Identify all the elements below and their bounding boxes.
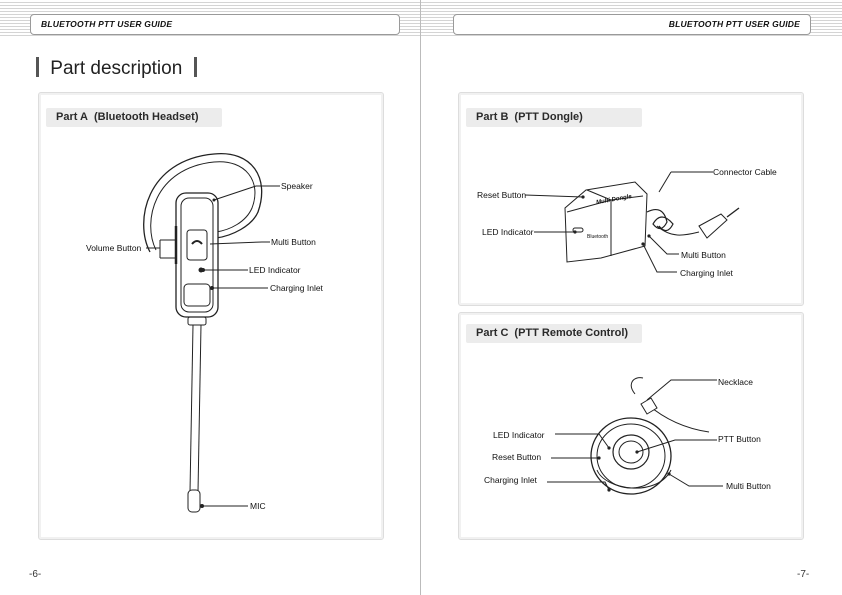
part-a-subtitle: (Bluetooth Headset) [94, 111, 199, 123]
callout-volume-button: Volume Button [86, 243, 142, 253]
book-spine [420, 0, 421, 595]
dongle-and-remote-illustrations [524, 171, 740, 495]
part-c-tab: Part C (PTT Remote Control) [466, 324, 642, 343]
part-a-label: Part A [56, 111, 88, 123]
callout-connector-cable: Connector Cable [713, 167, 777, 177]
part-c-label: Part C [476, 327, 509, 339]
title-bar-right [193, 57, 197, 78]
title-bar-left [36, 57, 39, 78]
part-b-subtitle: (PTT Dongle) [514, 111, 583, 123]
callout-reset-button-b: Reset Button [477, 190, 527, 200]
part-a-tab: Part A (Bluetooth Headset) [46, 108, 222, 127]
running-header: BLUETOOTH PTT USER GUIDE [30, 14, 400, 35]
left-page: BLUETOOTH PTT USER GUIDE Part descriptio… [0, 0, 420, 595]
section-title-text: Part description [50, 58, 183, 79]
section-title: Part description [36, 56, 197, 82]
callout-ptt-button: PTT Button [718, 434, 761, 444]
callout-speaker: Speaker [281, 181, 313, 191]
callout-multi-button-b: Multi Button [681, 250, 726, 260]
callout-multi-button-c: Multi Button [726, 481, 771, 491]
callout-led-indicator: LED Indicator [249, 265, 301, 275]
callout-necklace: Necklace [718, 377, 753, 387]
headset-illustration [143, 153, 280, 513]
callout-charging-inlet-b: Charging Inlet [680, 268, 733, 278]
callout-led-indicator-b: LED Indicator [482, 227, 534, 237]
page-number: -7- [797, 569, 810, 580]
page-number: -6- [29, 569, 42, 580]
callout-charging-inlet: Charging Inlet [270, 283, 323, 293]
callout-multi-button: Multi Button [271, 237, 316, 247]
callout-mic: MIC [250, 501, 266, 511]
part-b-tab: Part B (PTT Dongle) [466, 108, 642, 127]
callout-charging-inlet-c: Charging Inlet [484, 475, 537, 485]
part-b-panel [458, 92, 804, 306]
running-header: BLUETOOTH PTT USER GUIDE [453, 14, 811, 35]
header-title: BLUETOOTH PTT USER GUIDE [41, 19, 173, 29]
callout-led-indicator-c: LED Indicator [493, 430, 545, 440]
part-b-label: Part B [476, 111, 509, 123]
header-title: BLUETOOTH PTT USER GUIDE [668, 19, 800, 29]
dongle-logo-text: Bluetooth [587, 234, 609, 240]
callout-reset-button-c: Reset Button [492, 452, 542, 462]
part-c-subtitle: (PTT Remote Control) [514, 327, 629, 339]
right-page: BLUETOOTH PTT USER GUIDE Part B (PTT Dong… [421, 0, 842, 595]
